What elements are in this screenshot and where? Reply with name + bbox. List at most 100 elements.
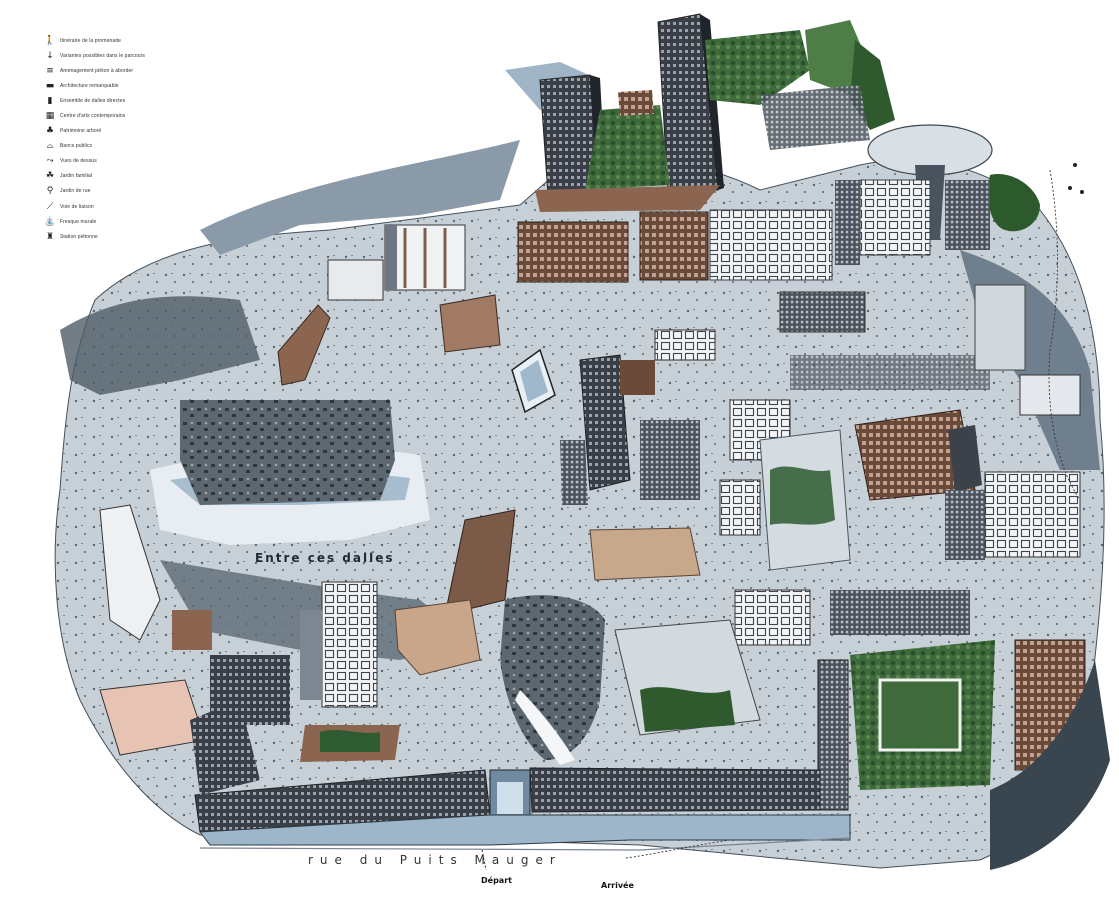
ruins-field	[180, 400, 395, 505]
grid-building-south-east	[734, 589, 811, 646]
legend-item: ☘ Jardin familial	[40, 170, 230, 183]
garden-terraces-trees	[770, 466, 835, 525]
sand-terraces-west	[394, 599, 481, 676]
legend-item: 🚶 Itinéraire de la promenade	[40, 34, 230, 47]
legend-item: ⛲ Fresque murale	[40, 215, 230, 228]
bench-icon: ⌓	[46, 141, 54, 152]
block-center-east	[779, 291, 866, 333]
sand-plaza-centre	[589, 527, 701, 581]
steps-icon: ⟋	[46, 201, 54, 212]
tree-icon: ♣	[45, 126, 55, 137]
pavilion-west	[277, 304, 331, 386]
route-dotted-east	[1048, 169, 1081, 501]
grid-building-ne-2	[859, 179, 931, 256]
legend-text: Jardin de rue	[60, 188, 91, 195]
parking-north	[760, 85, 870, 150]
pin-icon: ↓	[46, 50, 54, 61]
terrace-west	[99, 504, 161, 641]
park-north-east-2	[805, 20, 865, 95]
play-icon: ⚲	[46, 186, 54, 197]
legend-text: Vues de dessus	[60, 158, 97, 165]
street-curb	[199, 837, 851, 851]
map-legend: 🚶 Itinéraire de la promenade ↓ Variantes po…	[40, 34, 230, 245]
shop-fronts	[199, 814, 851, 846]
grid-building-east-2	[945, 490, 985, 560]
legend-item: ♜ Station piétonne	[40, 230, 230, 243]
tower-south-west	[321, 581, 378, 708]
route-dotted	[481, 849, 487, 871]
brick-block-north-2	[639, 211, 709, 281]
pavilion-central	[439, 294, 501, 353]
legend-text: Voie de liaison	[60, 203, 94, 210]
park-path	[878, 678, 962, 752]
grid-building-east	[984, 471, 1081, 558]
shadow-band-west	[60, 296, 260, 395]
legend-item: ▮ Ensemble de dalles directes	[40, 94, 230, 107]
legend-item: ▬ Architecture remarquable	[40, 79, 230, 92]
legend-text: Station piétonne	[60, 233, 98, 240]
route-dotted-2	[625, 839, 731, 859]
sculpture-icon: ♜	[45, 231, 55, 242]
building-curve-west	[190, 700, 260, 795]
small-building-north	[618, 90, 654, 116]
legend-item: ⟋ Voie de liaison	[40, 200, 230, 213]
garden-icon: ☘	[45, 171, 55, 182]
east-annotation-icons	[1068, 163, 1084, 194]
legend-text: Patrimoine arboré	[60, 128, 102, 135]
entrance-glass	[497, 782, 523, 814]
legend-text: Variantes possibles dans le parcours	[60, 52, 145, 59]
central-tower	[579, 354, 631, 491]
legend-item: ↓ Variantes possibles dans le parcours	[40, 49, 230, 62]
walker-icon: 🚶	[44, 35, 56, 46]
edge-shadow-east	[990, 660, 1110, 870]
building-west-1	[327, 259, 384, 301]
grid-building-south-east-2	[830, 590, 970, 635]
brick-plaza-north	[535, 185, 720, 212]
legend-text: Ensemble de dalles directes	[60, 97, 126, 104]
grid-building-ne-1	[709, 209, 833, 281]
block-center-dark	[640, 420, 700, 500]
white-curve	[515, 690, 575, 765]
grid-building-ne-4	[945, 180, 990, 250]
legend-text: Bancs publics	[60, 143, 93, 150]
legend-text: Jardin familial	[60, 173, 93, 180]
legend-item: ≡ Aménagement piéton à aborder	[40, 64, 230, 77]
legend-item: ▦ Centre d'arts contemporains	[40, 109, 230, 122]
central-block	[620, 360, 655, 395]
tower-right	[657, 13, 724, 193]
legend-text: Itinéraire de la promenade	[60, 37, 121, 44]
fountain-icon: ⛲	[44, 216, 56, 227]
dark-tower-east	[948, 425, 982, 492]
grid-building-ne-3	[835, 180, 860, 265]
courtyard-garden	[585, 105, 670, 190]
start-label: Départ	[481, 876, 512, 885]
legend-text: Architecture remarquable	[60, 82, 119, 89]
legend-item: ⤳ Vues de dessus	[40, 155, 230, 168]
garden-south-trees	[320, 730, 380, 752]
legend-text: Fresque murale	[60, 218, 97, 225]
building-icon: ▦	[45, 110, 55, 121]
legend-text: Aménagement piéton à aborder	[60, 67, 134, 74]
building-west-2-shade	[385, 225, 397, 290]
tower-south-east	[817, 659, 849, 811]
end-label: Arrivée	[601, 881, 634, 890]
legend-text: Centre d'arts contemporains	[60, 112, 126, 119]
brick-block-north-1	[517, 221, 629, 283]
stairs-icon: ≡	[46, 65, 54, 76]
dark-crater	[500, 595, 605, 760]
building-west-low	[172, 610, 212, 650]
park-north-east	[705, 30, 810, 105]
street-label: rue du Puits Mauger	[308, 853, 562, 867]
glass-kiosk-core	[520, 360, 548, 402]
tree-cluster-east	[988, 174, 1040, 232]
legend-item: ♣ Patrimoine arboré	[40, 125, 230, 138]
parking-center	[790, 355, 990, 390]
central-tower-side	[560, 440, 588, 505]
garden-south-mid-trees	[640, 687, 735, 732]
stairs-icon: ▬	[45, 80, 55, 91]
view-icon: ⤳	[46, 156, 54, 167]
grid-building-center-2	[719, 479, 761, 536]
legend-item: ⌓ Bancs publics	[40, 140, 230, 153]
shadow-band-north	[200, 140, 520, 255]
building-icon: ▮	[47, 95, 53, 106]
